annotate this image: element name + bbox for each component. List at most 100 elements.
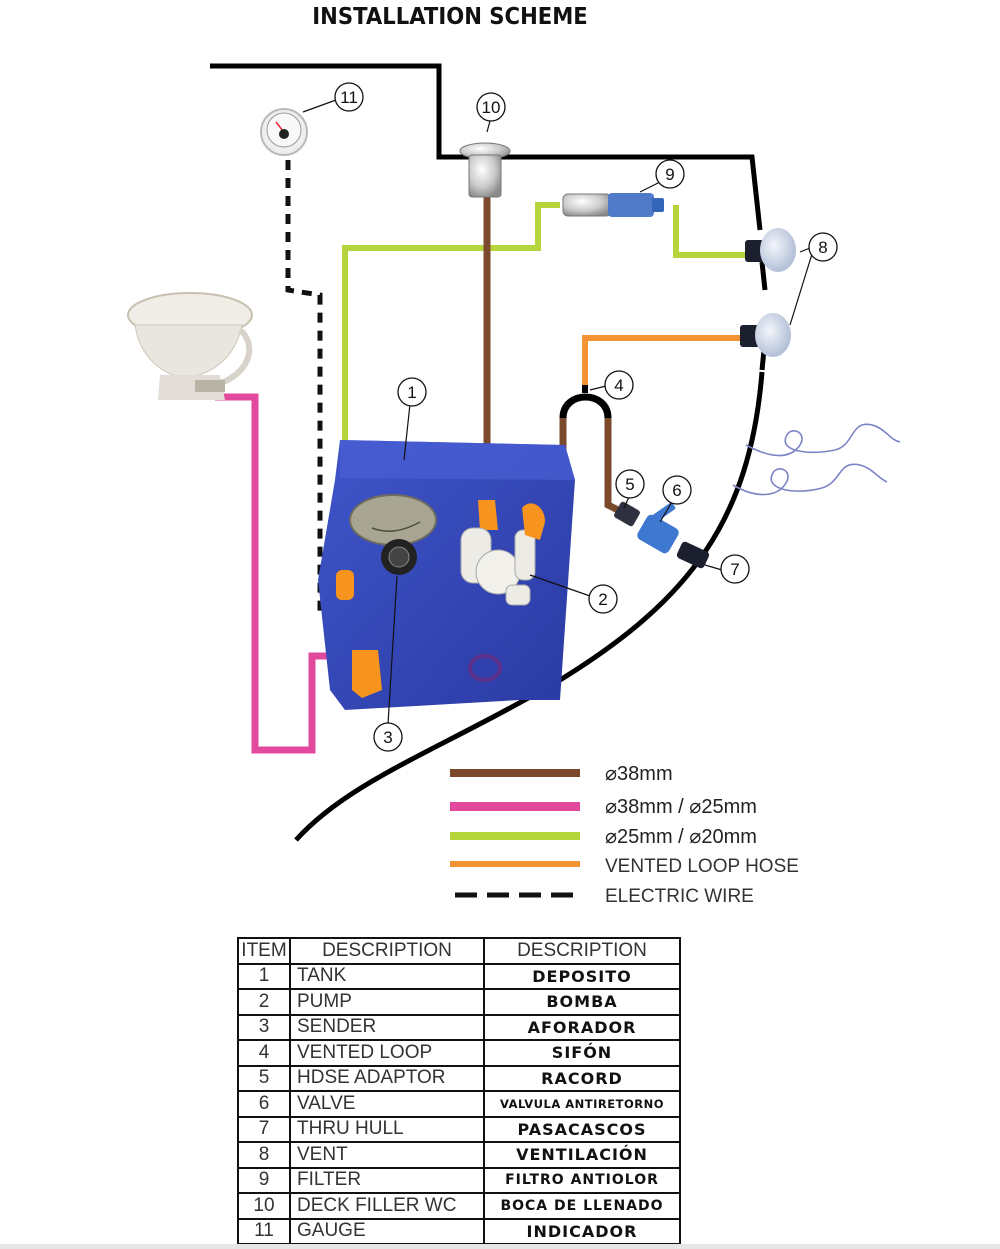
table-header-row: ITEM DESCRIPTION DESCRIPTION: [237, 937, 681, 965]
hose-38-25mm: [215, 393, 365, 754]
diagram-title: INSTALLATION SCHEME: [312, 4, 588, 30]
fitting-vent: [336, 570, 354, 600]
row-description-es: BOCA DE LLENADO: [483, 1192, 681, 1220]
row-item-number: 4: [237, 1039, 291, 1067]
header-description-es: DESCRIPTION: [483, 937, 681, 965]
toilet-icon: [127, 292, 253, 400]
vent-icon-lower: [740, 313, 791, 357]
row-description-en: FILTER: [289, 1166, 485, 1194]
vented-loop: [559, 393, 612, 419]
hose-adaptor-icon: [614, 501, 640, 527]
row-item-number: 7: [237, 1115, 291, 1143]
header-item: ITEM: [237, 937, 291, 965]
callout-5: 5: [615, 469, 645, 499]
row-description-en: GAUGE: [289, 1217, 485, 1245]
row-item-number: 2: [237, 988, 291, 1016]
callout-11: 11: [334, 82, 364, 112]
row-description-en: THRU HULL: [289, 1115, 485, 1143]
legend-swatch-brown: [450, 769, 580, 777]
thru-hull-icon: [676, 541, 710, 569]
row-description-es: PASACASCOS: [483, 1115, 681, 1143]
svg-text:8: 8: [818, 238, 827, 257]
callout-7: 7: [720, 554, 750, 584]
legend-swatch-orange: [450, 861, 580, 867]
row-description-es: INDICADOR: [483, 1217, 681, 1245]
legend: ⌀38mm ⌀38mm / ⌀25mm ⌀25mm / ⌀20mm VENTED…: [450, 763, 799, 907]
page-bottom-edge: [0, 1244, 1000, 1249]
callout-3: 3: [373, 722, 403, 752]
row-description-es: FILTRO ANTIOLOR: [483, 1166, 681, 1194]
svg-text:10: 10: [482, 98, 501, 117]
row-description-en: DECK FILLER WC: [289, 1192, 485, 1220]
svg-text:3: 3: [383, 728, 392, 747]
callout-8: 8: [808, 232, 838, 262]
row-item-number: 10: [237, 1192, 291, 1220]
row-description-es: DEPOSITO: [483, 962, 681, 990]
svg-text:4: 4: [614, 376, 623, 395]
svg-text:ELECTRIC WIRE: ELECTRIC WIRE: [605, 886, 754, 907]
svg-text:1: 1: [407, 383, 416, 402]
callout-leaders: [302, 99, 813, 725]
row-description-es: BOMBA: [483, 988, 681, 1016]
svg-text:11: 11: [340, 88, 358, 107]
fitting-inlet: [352, 650, 382, 698]
hose-38mm-outlet: [604, 418, 620, 514]
row-description-es: AFORADOR: [483, 1013, 681, 1041]
pump-icon: [460, 500, 545, 606]
svg-text:5: 5: [625, 475, 634, 494]
deck-line: [210, 63, 763, 231]
row-description-es: SIFÓN: [483, 1039, 681, 1067]
row-item-number: 5: [237, 1064, 291, 1092]
hose-25-20mm: [342, 202, 560, 575]
callout-9: 9: [655, 159, 685, 189]
row-item-number: 3: [237, 1013, 291, 1041]
electric-wire: [285, 160, 403, 618]
waves-icon: [732, 423, 901, 496]
legend-item-vented-loop-hose: VENTED LOOP HOSE: [450, 856, 799, 877]
row-description-en: TANK: [289, 962, 485, 990]
tank-icon: [318, 440, 575, 710]
svg-text:6: 6: [672, 481, 681, 500]
svg-text:VENTED LOOP HOSE: VENTED LOOP HOSE: [605, 856, 799, 877]
row-description-en: VENTED LOOP: [289, 1039, 485, 1067]
filter-icon: [562, 193, 664, 217]
row-description-en: HDSE ADAPTOR: [289, 1064, 485, 1092]
legend-item-hose-38mm: ⌀38mm: [450, 763, 673, 785]
legend-item-hose-25-20mm: ⌀25mm / ⌀20mm: [450, 826, 757, 848]
svg-text:⌀25mm / ⌀20mm: ⌀25mm / ⌀20mm: [605, 826, 757, 848]
legend-item-hose-38-25mm: ⌀38mm / ⌀25mm: [450, 796, 757, 818]
row-description-es: RACORD: [483, 1064, 681, 1092]
svg-text:7: 7: [730, 560, 739, 579]
row-description-es: VENTILACIÓN: [483, 1141, 681, 1169]
installation-diagram: 1 2 3 4 5 6 7 8 9 10 11 ⌀38mm ⌀38mm / ⌀2…: [127, 63, 901, 907]
row-description-en: VALVE: [289, 1090, 485, 1118]
row-description-es: VALVULA ANTIRETORNO: [483, 1090, 681, 1118]
deck-filler-icon: [459, 142, 511, 198]
row-item-number: 9: [237, 1166, 291, 1194]
vented-loop-hose: [582, 335, 740, 385]
legend-swatch-green: [450, 832, 580, 840]
callout-10: 10: [476, 92, 506, 122]
header-description-en: DESCRIPTION: [289, 937, 485, 965]
callout-1: 1: [397, 377, 427, 407]
row-description-en: PUMP: [289, 988, 485, 1016]
legend-swatch-pink: [450, 802, 580, 811]
vent-icon-upper: [745, 228, 796, 272]
callout-6: 6: [662, 475, 692, 505]
svg-text:9: 9: [665, 165, 674, 184]
svg-text:2: 2: [598, 590, 607, 609]
hose-25-20mm-vent: [673, 205, 745, 258]
callout-2: 2: [588, 584, 618, 614]
row-item-number: 1: [237, 962, 291, 990]
